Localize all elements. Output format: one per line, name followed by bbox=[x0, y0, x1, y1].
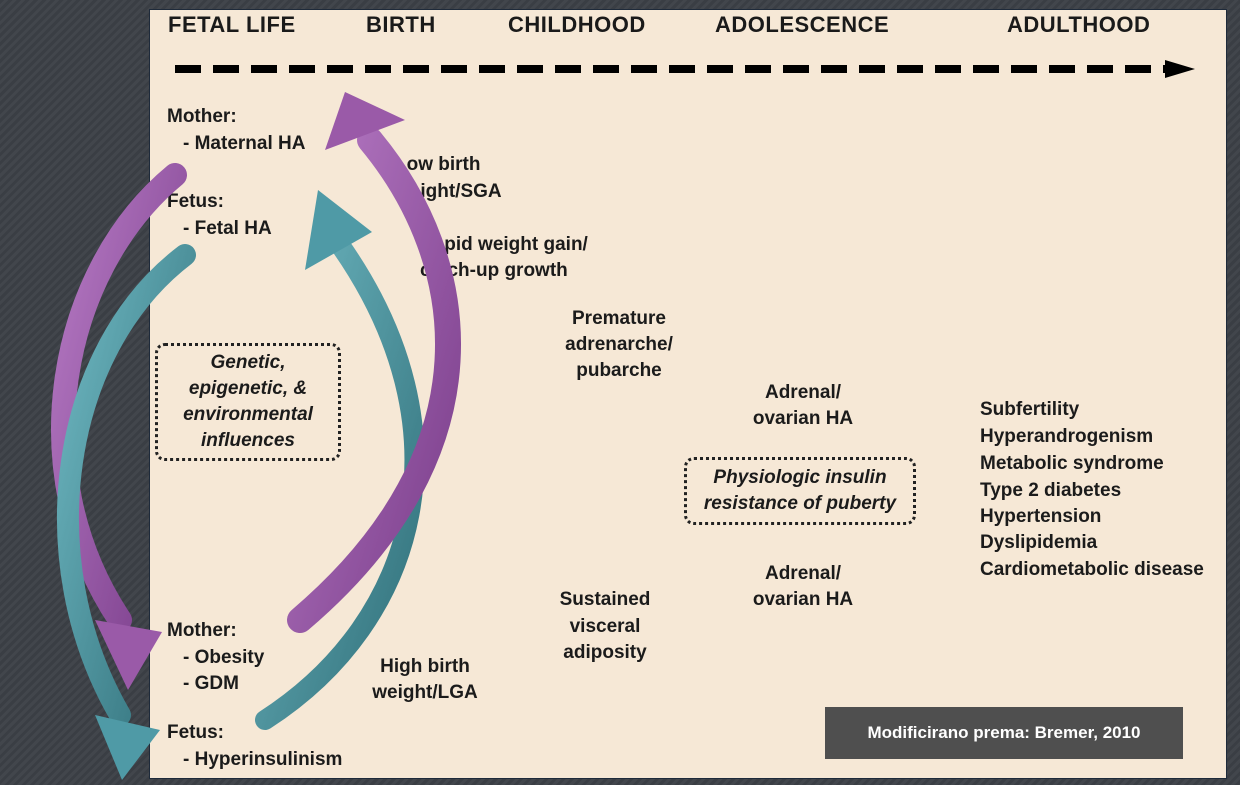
teal-arrow-up bbox=[265, 190, 414, 720]
source-note: Modificirano prema: Bremer, 2010 bbox=[825, 707, 1183, 759]
purple-arrow-up bbox=[300, 92, 448, 620]
